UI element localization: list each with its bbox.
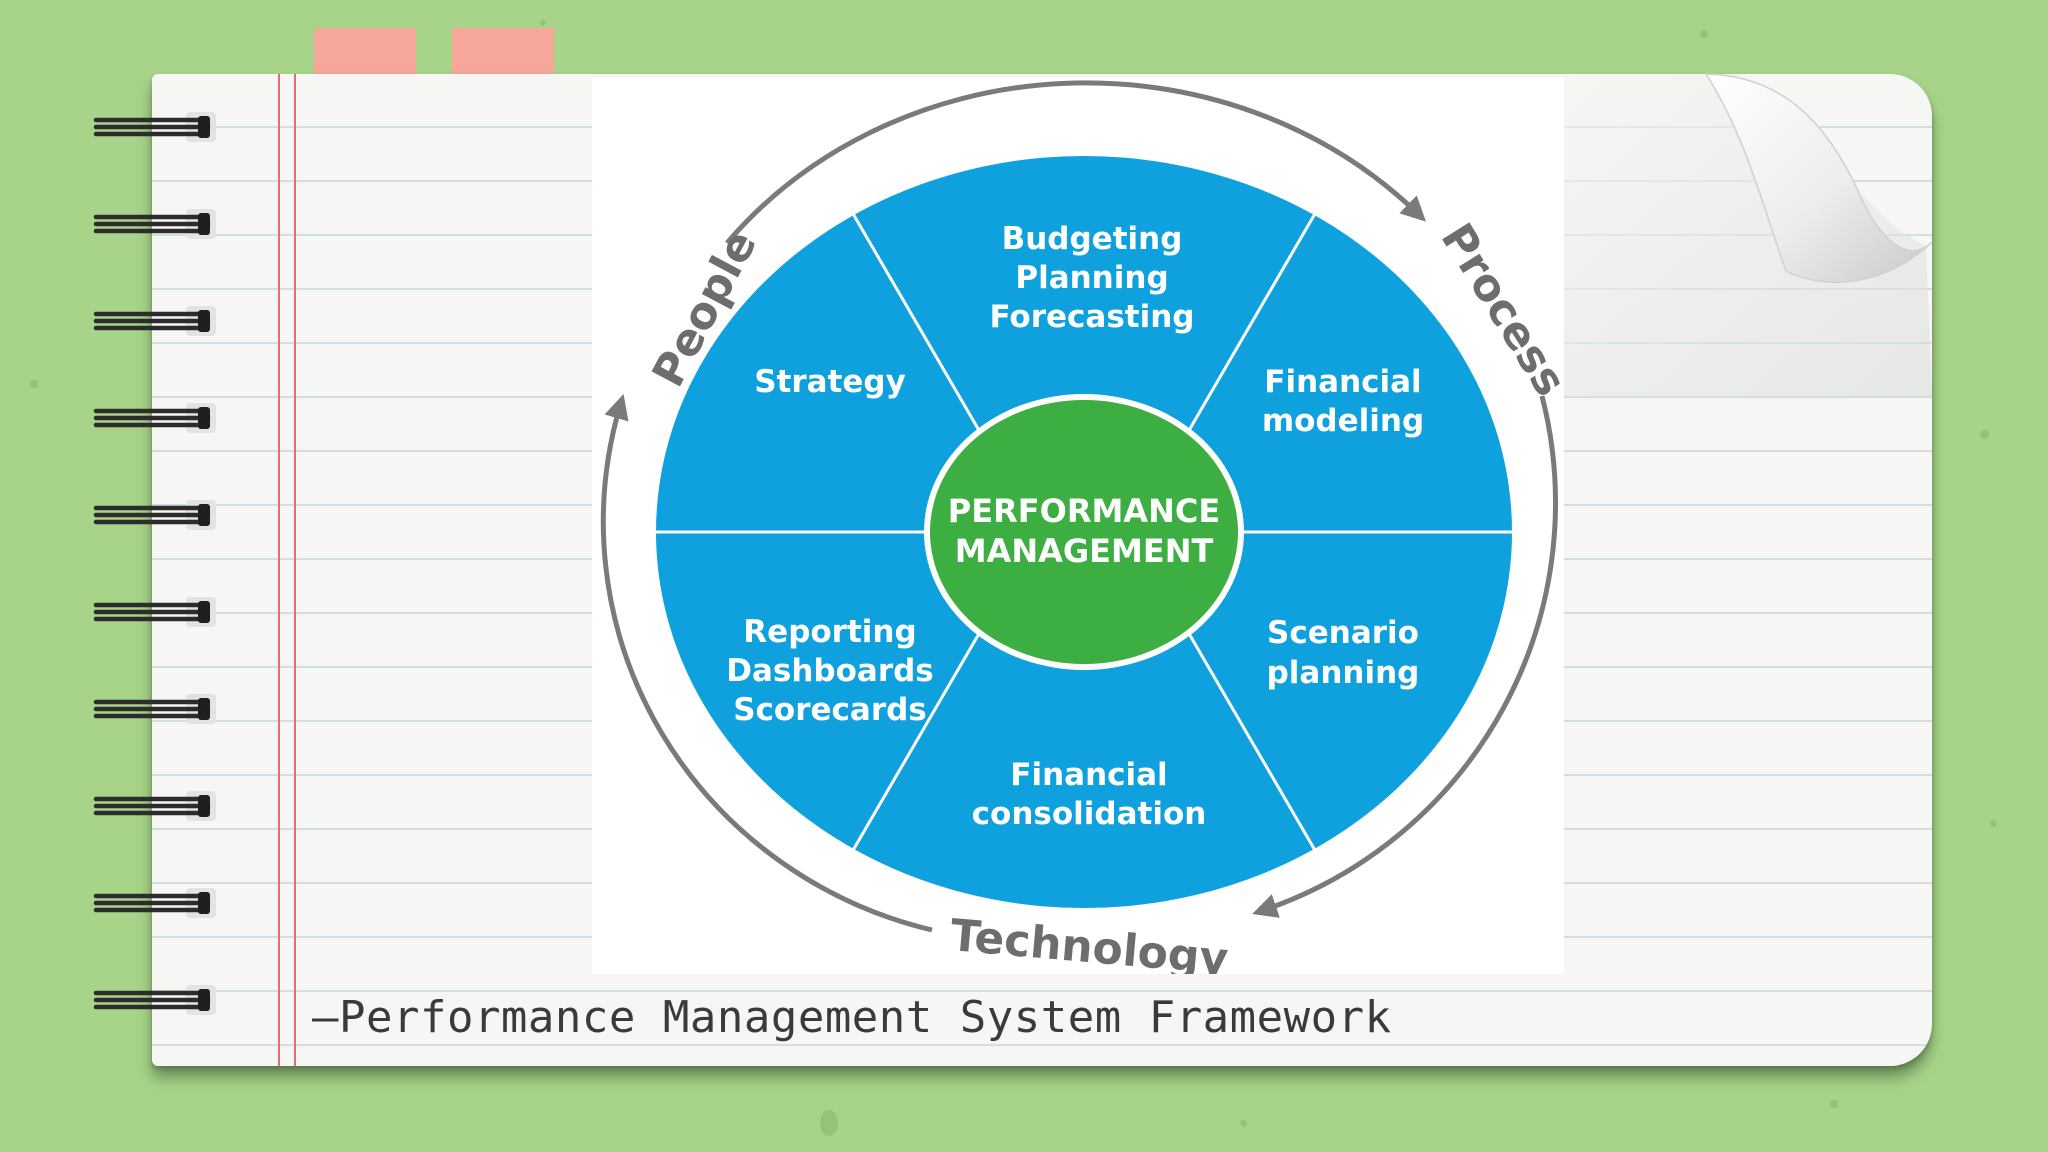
spiral-ring (93, 888, 216, 918)
segment-top-line-1: Budgeting (1002, 221, 1183, 257)
background-speck (540, 20, 546, 26)
framework-diagram-svg: PERFORMANCE MANAGEMENT Budgeting Plannin… (600, 80, 1576, 985)
cycle-arc-people-process (725, 80, 1426, 245)
spiral-ring (93, 209, 216, 239)
spiral-ring (93, 791, 216, 821)
segment-bottom-left-line-3: Scorecards (733, 692, 927, 728)
cycle-label-technology: Technology (948, 910, 1230, 974)
segment-bottom-line-1: Financial (1010, 757, 1167, 793)
spiral-ring (93, 985, 216, 1015)
background-speck (30, 380, 38, 388)
segment-top-left-line-1: Strategy (754, 364, 906, 400)
background-speck (820, 1110, 838, 1136)
bookmark-tab (452, 28, 554, 78)
segment-top-line-2: Planning (1015, 260, 1168, 296)
caption: –Performance Management System Framework (312, 992, 1392, 1043)
segment-bottom-left-line-2: Dashboards (726, 653, 934, 689)
page-curl-corner (1556, 73, 1933, 396)
segment-bottom-left-line-1: Reporting (743, 614, 916, 650)
cycle-arc-process-technology (1252, 395, 1558, 918)
background-speck (1240, 1120, 1247, 1127)
segment-bottom-right-line-2: planning (1267, 655, 1420, 691)
margin-line (294, 74, 296, 1066)
segment-top-right-line-2: modeling (1262, 403, 1424, 439)
spiral-ring (93, 306, 216, 336)
spiral-ring (93, 500, 216, 530)
spiral-ring (93, 694, 216, 724)
cycle-arc-technology-people (600, 394, 933, 933)
bookmark-tab (314, 28, 416, 78)
segment-bottom-line-2: consolidation (972, 796, 1207, 832)
center-circle (930, 400, 1238, 664)
background-speck (1990, 820, 1997, 827)
margin-line (278, 74, 280, 1066)
spiral-ring (93, 597, 216, 627)
spiral-ring (93, 112, 216, 142)
background-speck (1700, 30, 1708, 38)
spiral-ring (93, 403, 216, 433)
segment-top-right-line-1: Financial (1264, 364, 1421, 400)
background-speck (1980, 430, 1989, 439)
center-label-line-2: MANAGEMENT (955, 532, 1214, 570)
segment-top-line-3: Forecasting (990, 299, 1195, 335)
center-label-line-1: PERFORMANCE (948, 492, 1220, 530)
segment-bottom-right-line-1: Scenario (1267, 615, 1419, 651)
framework-diagram: PERFORMANCE MANAGEMENT Budgeting Plannin… (592, 78, 1576, 985)
background-speck (1830, 1100, 1838, 1108)
